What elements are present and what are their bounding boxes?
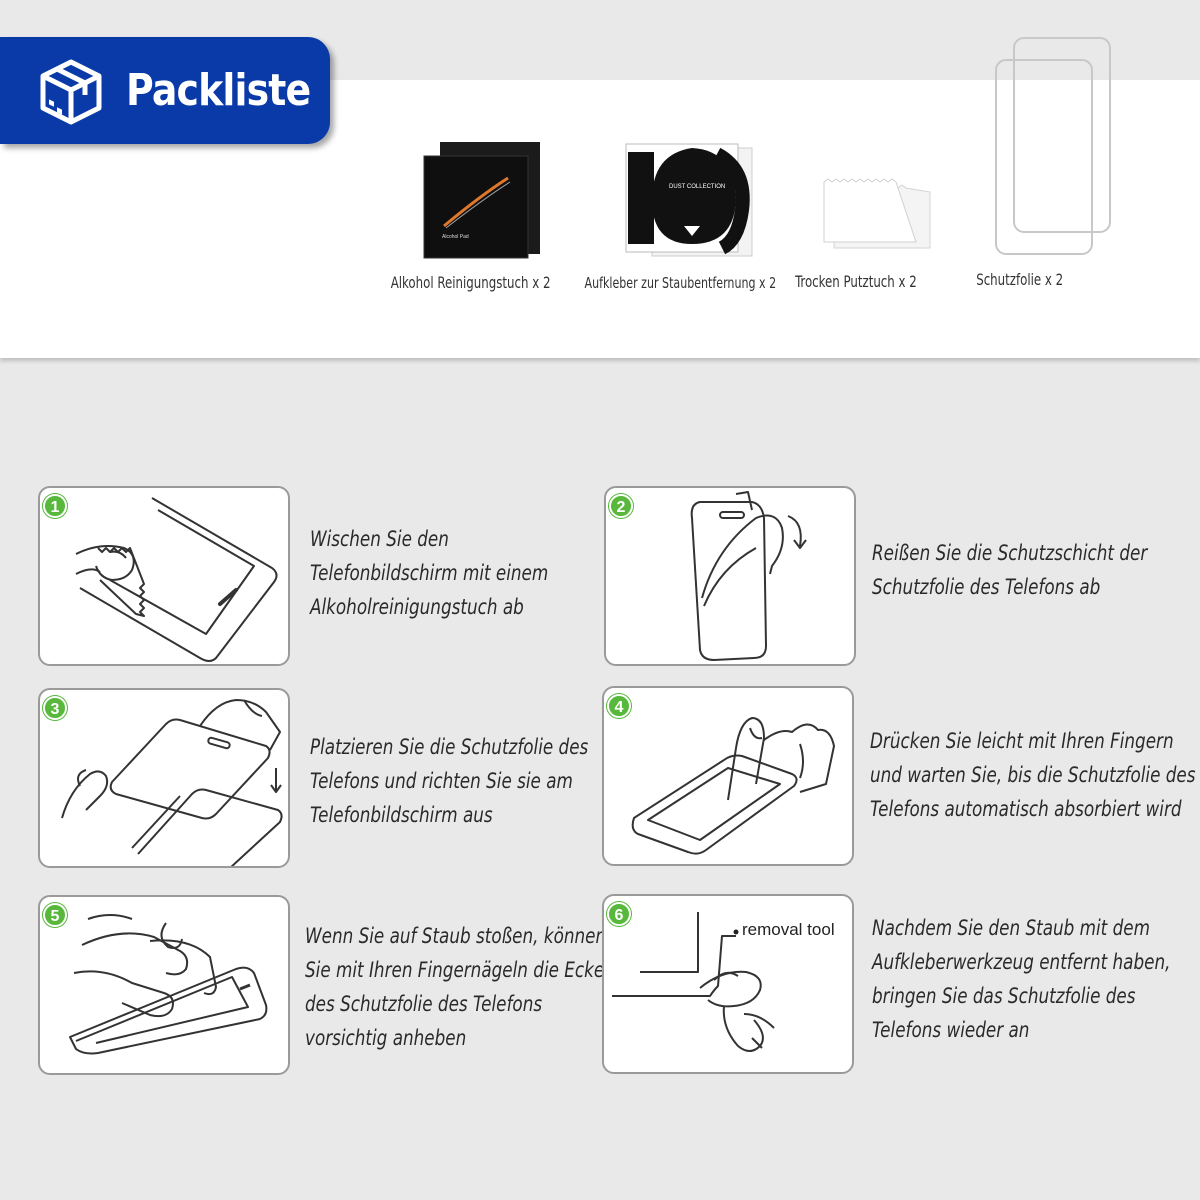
step-5-illustration: 5	[38, 895, 290, 1075]
pad-label: Alcohol Pad	[442, 234, 469, 240]
wipe-screen-illustration	[75, 497, 278, 662]
step-1-illustration: 1	[38, 486, 290, 666]
screen-protector-label: Schutzfolie x 2	[976, 270, 1064, 289]
alcohol-pad-item: Alcohol Pad	[420, 138, 545, 263]
package-box-icon	[40, 59, 102, 125]
screen-protector-image	[995, 37, 1111, 255]
step-1-badge: 1	[43, 494, 67, 518]
peel-film-illustration	[690, 491, 807, 661]
removal-tool-illustration	[612, 912, 775, 1052]
step-4-badge: 4	[607, 694, 631, 718]
step-6-badge: 6	[607, 902, 631, 926]
page-title: Packliste	[126, 65, 311, 116]
step-3-illustration: 3	[38, 688, 290, 868]
sticker-label: DUST COLLECTION	[669, 184, 725, 190]
alcohol-pad-label: Alkohol Reinigungstuch x 2	[390, 273, 551, 292]
dry-cloth-item	[820, 178, 932, 253]
press-film-illustration	[631, 717, 835, 855]
dry-cloth-label: Trocken Putztuch x 2	[795, 272, 917, 291]
step-2-badge: 2	[609, 494, 633, 518]
alcohol-pad-image: Alcohol Pad	[423, 142, 540, 259]
lift-corner-illustration	[69, 914, 268, 1055]
dust-sticker-item: DUST COLLECTION	[622, 140, 757, 260]
step-2-illustration: 2	[604, 486, 856, 666]
screen-protector-item	[992, 36, 1114, 258]
dry-cloth-image	[823, 178, 931, 249]
step-6-illustration: removal tool 6	[602, 894, 854, 1074]
align-film-illustration	[61, 699, 283, 866]
removal-tool-label: removal tool	[742, 920, 835, 939]
step-3-badge: 3	[43, 696, 67, 720]
packlist-banner: Packliste	[0, 37, 330, 144]
dust-sticker-image: DUST COLLECTION	[625, 143, 753, 257]
step-5-badge: 5	[43, 903, 67, 927]
step-4-illustration: 4	[602, 686, 854, 866]
dust-sticker-label: Aufkleber zur Staubentfernung x 2	[584, 274, 777, 292]
